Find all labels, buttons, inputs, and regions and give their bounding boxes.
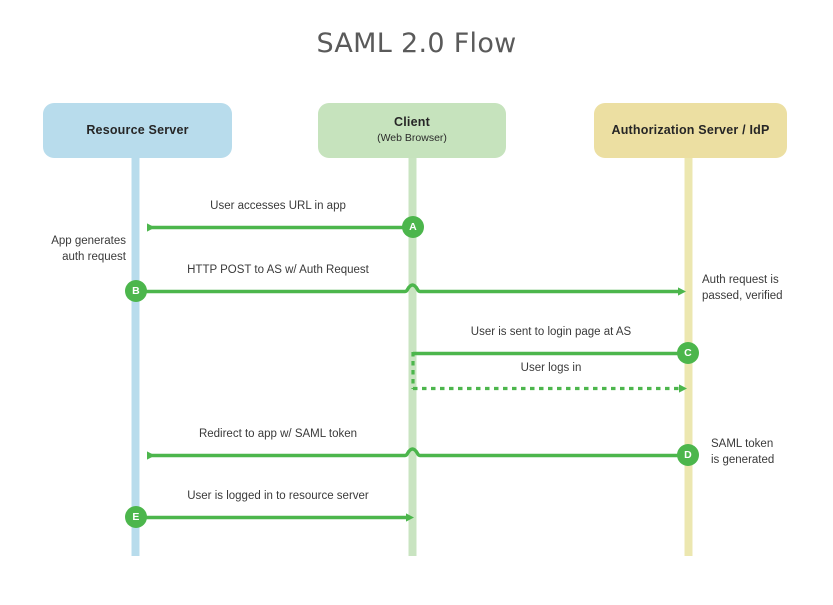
lifeline-resource-server	[131, 156, 140, 556]
arrow-step-d	[146, 447, 679, 460]
arrow-step-b	[145, 283, 686, 296]
arrow-user-logs-in	[411, 352, 687, 393]
lifeline-authorization-server	[684, 156, 693, 556]
